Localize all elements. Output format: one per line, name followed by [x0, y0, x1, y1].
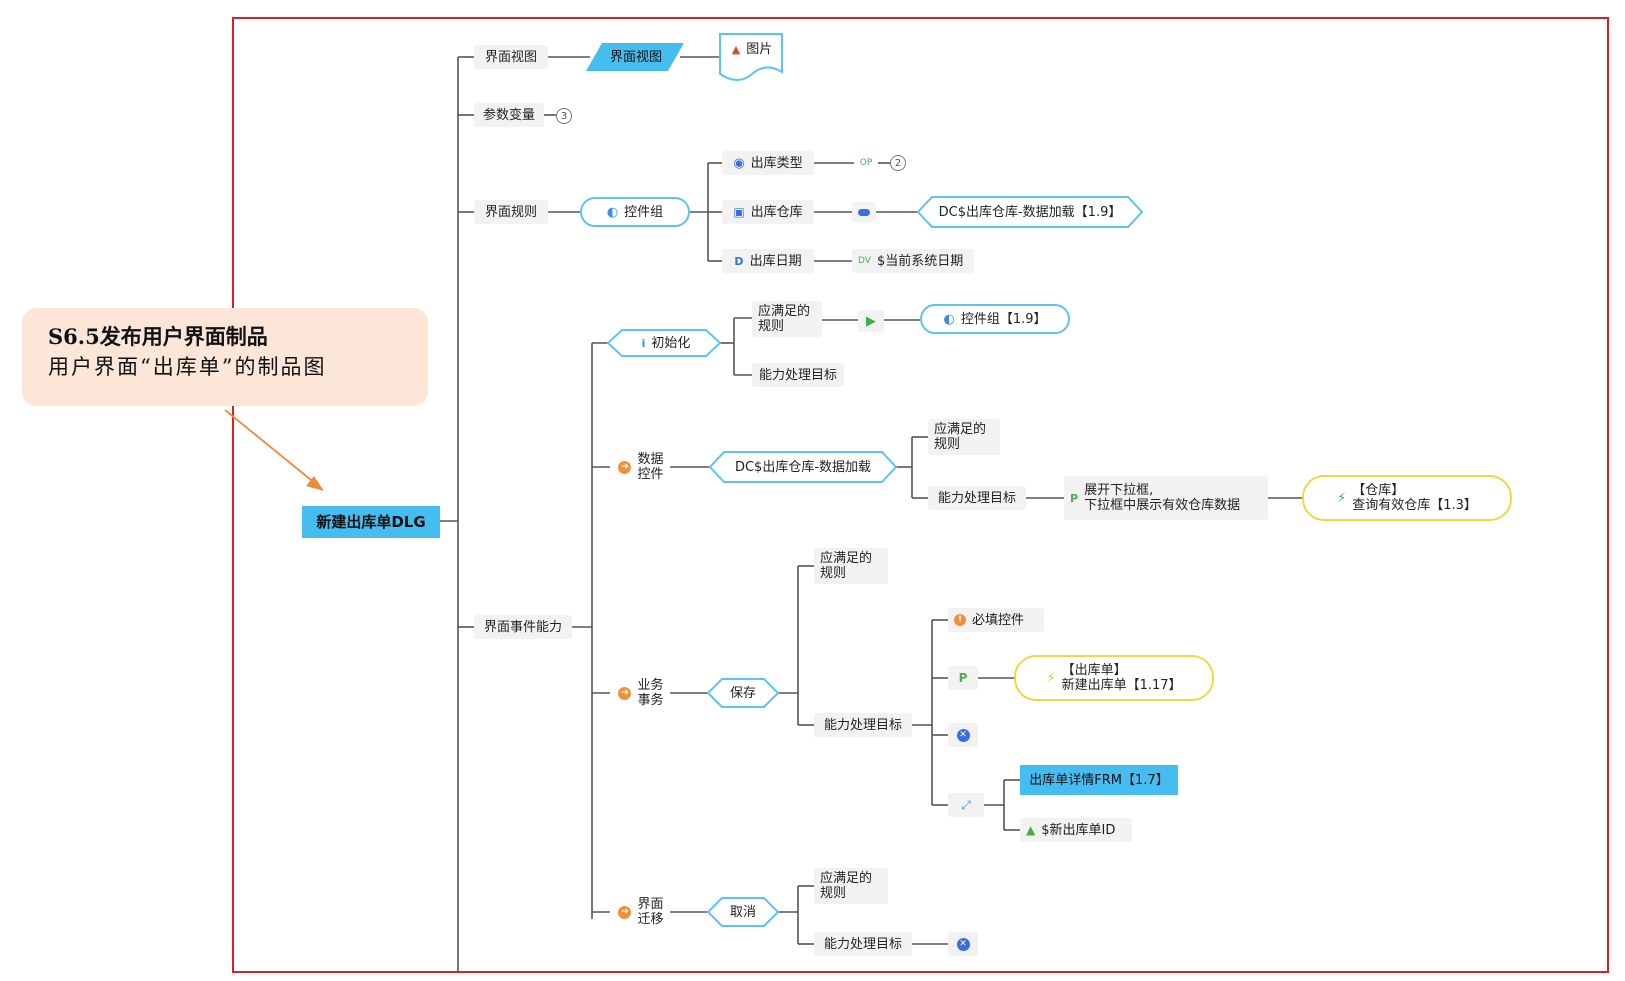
transition-goal[interactable]: 能力处理目标	[814, 932, 912, 956]
order-capability[interactable]: ⚡ 【出库单】 新建出库单【1.17】	[1014, 655, 1214, 701]
branch-params[interactable]: 参数变量	[474, 103, 544, 127]
init-rule[interactable]: 应满足的 规则	[752, 301, 822, 337]
p-icon: P	[1070, 491, 1079, 505]
close-x-icon: ✕	[948, 723, 978, 747]
rule-item-warehouse[interactable]: ▣ 出库仓库	[722, 200, 814, 224]
image-doc-shape	[719, 33, 783, 81]
business-goal[interactable]: 能力处理目标	[814, 713, 912, 737]
diagram-frame	[232, 17, 1609, 973]
connector-lines	[440, 56, 1302, 972]
warehouse-capability[interactable]: ⚡ 【仓库】 查询有效仓库【1.3】	[1302, 475, 1512, 521]
triangle-up-icon: ▲	[1026, 822, 1036, 837]
init-hexagon	[606, 329, 722, 357]
image-icon: ▲	[731, 42, 741, 56]
lightning-icon: ⚡	[1046, 670, 1056, 686]
dropdown-icon: ▣	[733, 204, 745, 219]
date-icon: D	[734, 254, 744, 268]
image-label: 图片	[746, 41, 773, 57]
data-goal[interactable]: 能力处理目标	[928, 486, 1026, 510]
radio-icon: ◉	[733, 155, 745, 171]
rule-item-type[interactable]: ◉ 出库类型	[722, 151, 814, 175]
image-node[interactable]: ▲ 图片	[724, 38, 780, 60]
op-tag-icon: OP	[859, 157, 873, 168]
orange-arrow-icon: ➔	[618, 686, 632, 700]
view-child-node[interactable]: 界面视图	[609, 49, 662, 65]
cancel-hexagon	[706, 897, 780, 927]
rules-group-node[interactable]: ◐ 控件组	[580, 197, 690, 227]
callout-title: S6.5发布用户界面制品	[48, 324, 268, 349]
data-dc-node[interactable]: DC$出库仓库-数据加载	[734, 459, 872, 475]
close-x-icon: ✕	[948, 932, 978, 956]
current-date-node[interactable]: DV $当前系统日期	[852, 249, 974, 273]
alert-icon: !	[954, 614, 966, 626]
transition-rule[interactable]: 应满足的 规则	[814, 868, 888, 904]
init-target-group[interactable]: ◐ 控件组【1.9】	[920, 304, 1070, 334]
dropdown-action-node[interactable]: P 展开下拉框, 下拉框中展示有效仓库数据	[1064, 476, 1268, 520]
init-goal[interactable]: 能力处理目标	[752, 363, 844, 387]
group-icon: ◐	[606, 204, 619, 220]
required-controls-node[interactable]: ! 必填控件	[948, 608, 1044, 632]
callout-subtitle: 用户界面“出库单”的制品图	[48, 355, 327, 379]
type-count-badge[interactable]: 2	[890, 155, 906, 171]
info-icon: i	[641, 336, 646, 350]
transition-node[interactable]: ➔ 界面 迁移	[612, 896, 670, 928]
orange-arrow-icon: ➔	[618, 905, 632, 919]
play-icon: ▶	[858, 310, 884, 332]
new-id-node[interactable]: ▲ $新出库单ID	[1020, 818, 1132, 842]
view-parallelogram	[586, 43, 684, 71]
load-pill-icon	[852, 202, 876, 222]
branch-rules[interactable]: 界面规则	[474, 200, 548, 224]
business-node[interactable]: ➔ 业务 事务	[612, 677, 670, 709]
callout-arrow	[224, 409, 317, 485]
rule-item-date[interactable]: D 出库日期	[722, 249, 814, 273]
data-control-node[interactable]: ➔ 数据 控件	[612, 451, 670, 483]
dc-target-hexagon	[916, 196, 1144, 228]
root-node[interactable]: 新建出库单DLG	[302, 506, 440, 538]
save-hexagon	[706, 678, 780, 708]
frm-node[interactable]: 出库单详情FRM【1.7】	[1020, 765, 1178, 795]
save-node[interactable]: 保存	[729, 685, 756, 701]
branch-view[interactable]: 界面视图	[474, 45, 548, 69]
dv-tag-icon: DV	[858, 255, 871, 266]
dc-warehouse-target[interactable]: DC$出库仓库-数据加载【1.9】	[938, 204, 1122, 220]
group-icon: ◐	[943, 311, 955, 327]
data-rule[interactable]: 应满足的 规则	[928, 419, 1000, 455]
cancel-node[interactable]: 取消	[729, 904, 756, 920]
callout-arrowhead	[306, 476, 324, 491]
data-hexagon	[708, 451, 898, 483]
init-node[interactable]: i 初始化	[641, 335, 691, 351]
orange-arrow-icon: ➔	[618, 460, 632, 474]
lightning-icon: ⚡	[1337, 490, 1347, 506]
branch-events[interactable]: 界面事件能力	[474, 615, 572, 639]
p-icon: P	[948, 666, 978, 690]
params-count-badge[interactable]: 3	[556, 108, 572, 124]
business-rule[interactable]: 应满足的 规则	[814, 548, 888, 584]
expand-icon: ⤢	[948, 793, 984, 817]
callout-box: S6.5发布用户界面制品 用户界面“出库单”的制品图	[22, 308, 428, 406]
